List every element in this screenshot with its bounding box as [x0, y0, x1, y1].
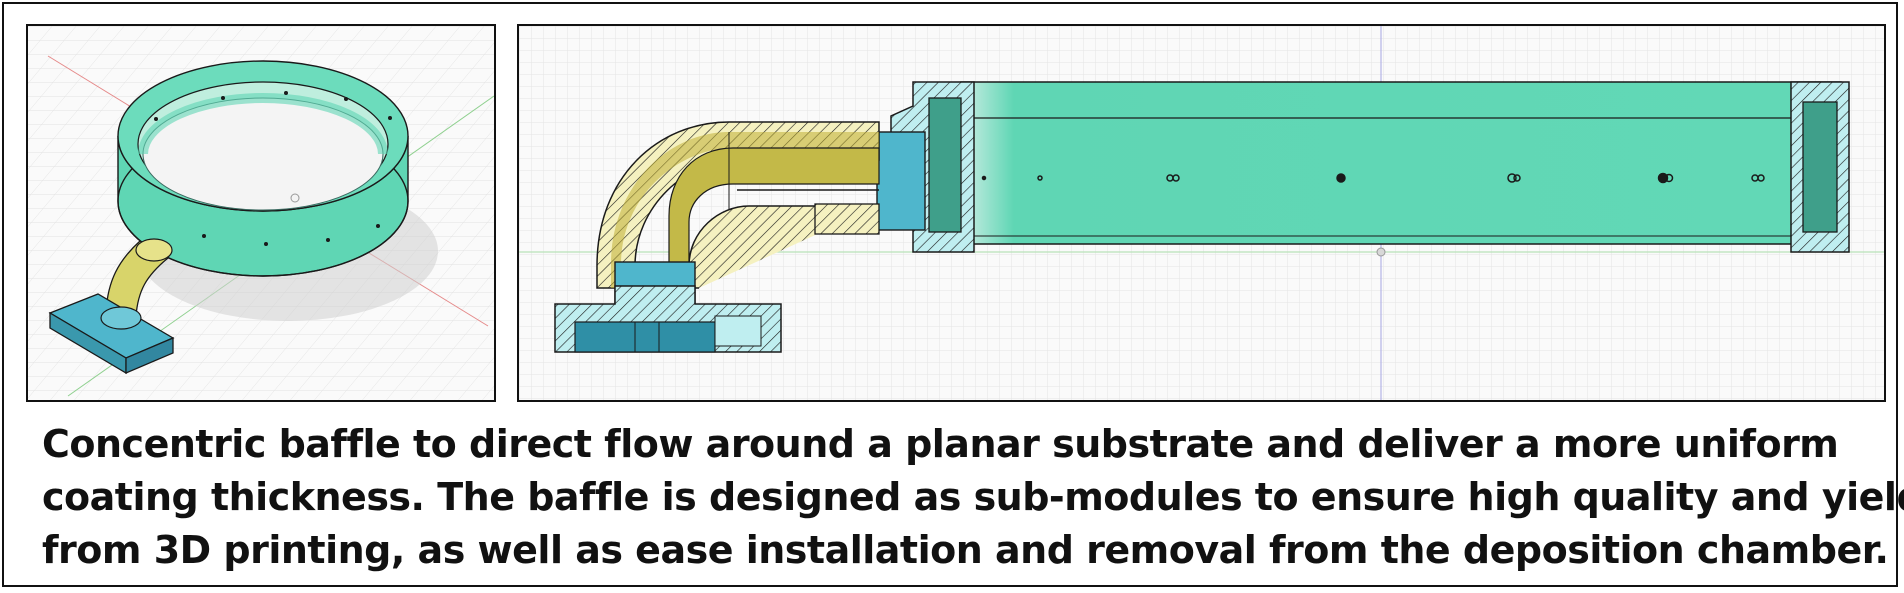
caption-line-2: coating thickness. The baffle is designe… [42, 475, 1904, 519]
base-plate-front [125, 337, 174, 374]
baffle-body-section [960, 81, 1842, 245]
elbow-inlet [135, 238, 173, 262]
origin-marker [290, 193, 300, 203]
base-flange-cavity [574, 321, 716, 353]
right-end-cap-cavity [1802, 101, 1838, 233]
base-flange-step [714, 315, 762, 347]
inner-wall [138, 93, 388, 155]
figure-caption: Concentric baffle to direct flow around … [42, 418, 1904, 577]
caption-line-1: Concentric baffle to direct flow around … [42, 422, 1839, 466]
isometric-view-drawing [28, 26, 494, 400]
baffle-holes [981, 172, 1765, 184]
section-origin-marker [1376, 247, 1386, 257]
connector-sleeve [876, 131, 926, 231]
cross-section-drawing [519, 26, 1884, 400]
ring-holes [154, 91, 392, 246]
isometric-view-panel [26, 24, 496, 402]
caption-line-3: from 3D printing, as well as ease instal… [42, 528, 1889, 572]
cross-section-view-panel [517, 24, 1886, 402]
left-flange-cavity [928, 97, 962, 233]
elbow-lower-wall [814, 203, 880, 235]
base-port [100, 306, 142, 330]
